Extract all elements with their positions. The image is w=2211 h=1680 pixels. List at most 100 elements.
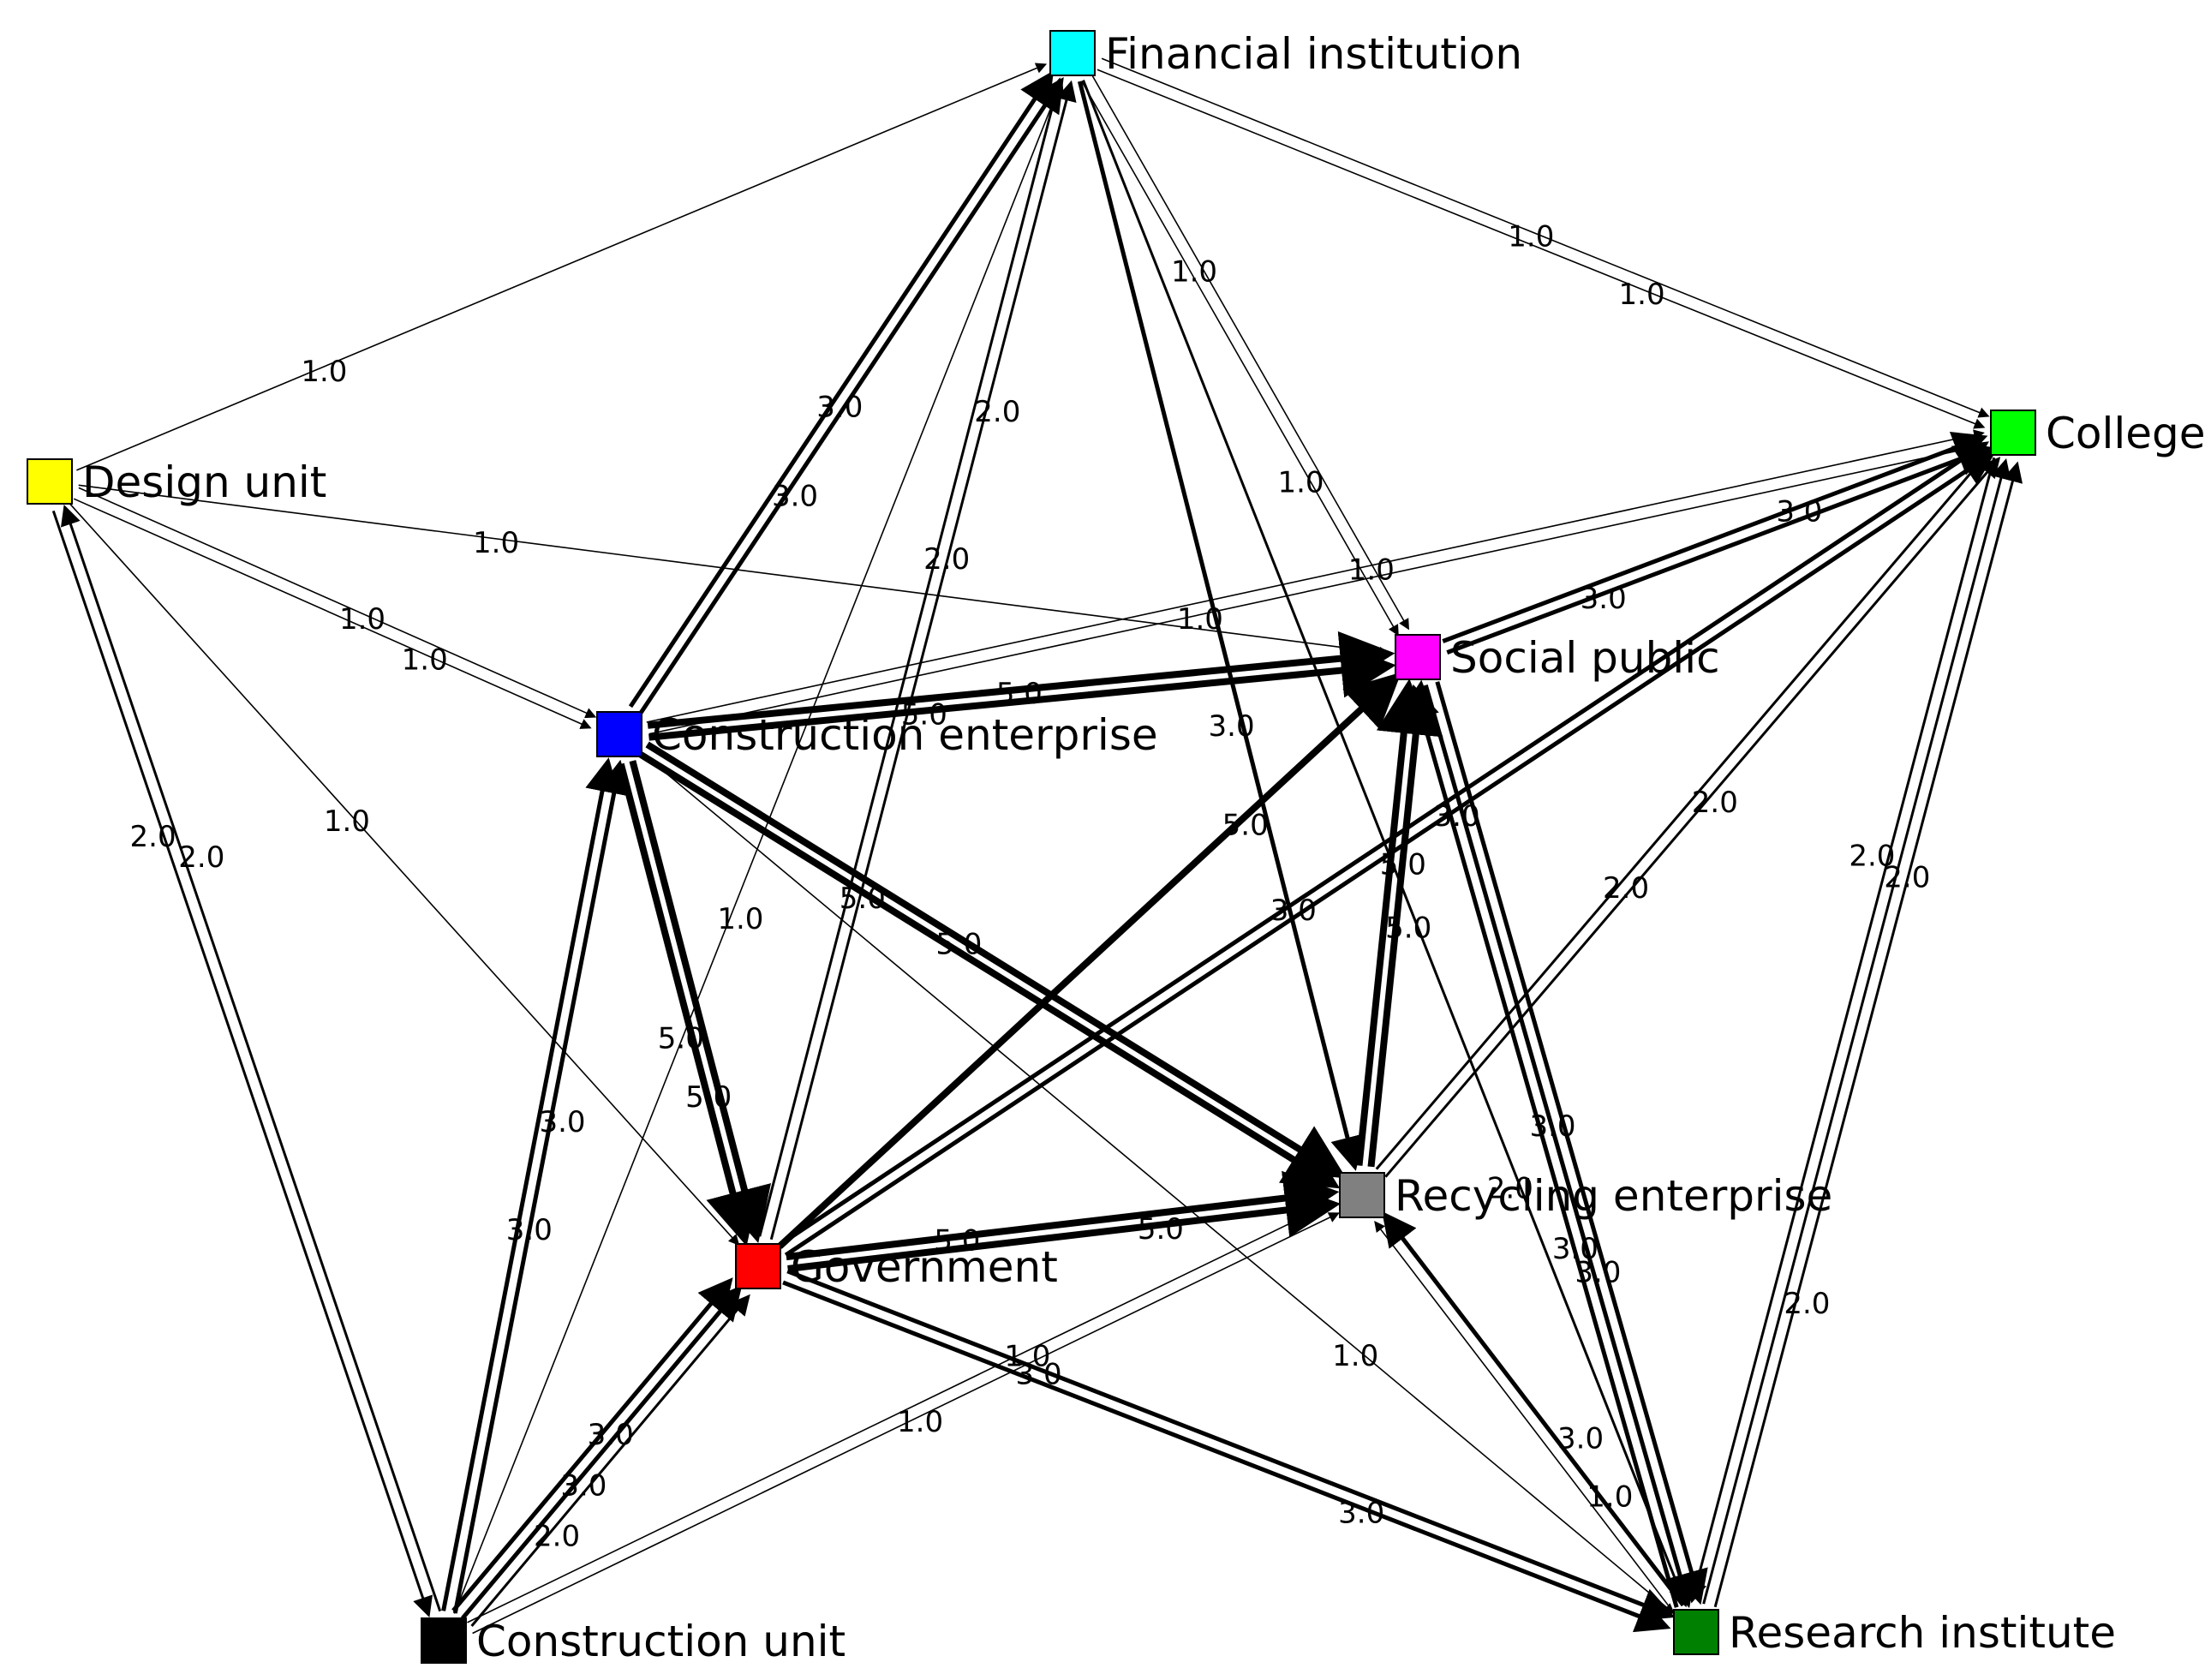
edge-ce-gov (629, 760, 772, 1244)
edge-weight-label: 1.0 (1508, 220, 1554, 254)
edges-layer (51, 57, 2023, 1635)
edge-des-soc (78, 484, 1390, 658)
edge-weight-label: 5.0 (996, 677, 1043, 711)
edge-cu-gov (451, 1277, 733, 1612)
edge-cu-gov (460, 1285, 743, 1620)
edge-weight-label: 3.0 (1552, 1232, 1598, 1266)
edge-ri-rec (1382, 1211, 1685, 1607)
edge-weight-label: 1.0 (402, 643, 448, 677)
edge-fin-col (1101, 57, 1990, 418)
edge-cu-gov (470, 1294, 750, 1627)
edge-ce-col (648, 441, 1987, 735)
node-des: Design unit (27, 457, 326, 507)
node-label-des: Design unit (82, 457, 326, 507)
node-ce: Construction enterprise (596, 710, 1158, 760)
edge-weight-label: 3.0 (1338, 1496, 1384, 1530)
node-marker-cu (421, 1617, 467, 1664)
edge-ce-soc (647, 631, 1395, 729)
edge-weight-label: 1.0 (1348, 553, 1395, 587)
edge-weight-label: 3.0 (588, 1418, 634, 1452)
edge-rec-col (1384, 457, 2001, 1178)
edge-labels-layer: 1.01.01.01.01.03.03.03.02.02.01.01.01.01… (130, 220, 1931, 1554)
edge-weight-label: 2.0 (178, 840, 224, 875)
edge-weight-label: 3.0 (1581, 582, 1627, 616)
edge-weight-label: 2.0 (130, 820, 176, 854)
edge-weight-label: 3.0 (1529, 1109, 1575, 1144)
edge-weight-label: 3.0 (772, 479, 818, 513)
edge-cu-fin (453, 79, 1064, 1614)
edge-weight-label: 1.0 (1619, 278, 1665, 312)
edge-fin-soc (1081, 81, 1399, 637)
edge-gov-soc (777, 672, 1401, 1249)
edge-rec-soc (1355, 679, 1431, 1166)
edge-weight-label: 5.0 (901, 698, 947, 732)
edge-ce-fin (638, 77, 1064, 714)
edge-weight-label: 3.0 (1575, 1255, 1621, 1289)
edge-gov-ri (786, 1269, 1676, 1622)
edge-ce-rec (645, 741, 1347, 1179)
edge-gov-col (778, 441, 1989, 1247)
node-rec: Recycling enterprise (1339, 1171, 1832, 1221)
node-label-col: College (2046, 409, 2206, 458)
edge-des-ce (78, 487, 597, 719)
edge-weight-label: 1.0 (473, 526, 519, 560)
edge-cu-rec (467, 1201, 1335, 1623)
node-marker-col (1990, 410, 2036, 456)
edge-soc-col (1442, 432, 1988, 643)
edge-weight-label: 1.0 (1171, 255, 1217, 290)
edge-soc-ri (1435, 681, 1708, 1605)
edge-gov-ri (782, 1280, 1671, 1633)
node-fin: Financial institution (1049, 29, 1522, 79)
edge-weight-label: 2.0 (1784, 1287, 1830, 1321)
node-col: College (1990, 409, 2206, 458)
edge-weight-label: 3.0 (816, 391, 863, 425)
edge-weight-label: 5.0 (1222, 809, 1269, 843)
edge-fin-ri (1082, 80, 1688, 1608)
node-label-soc: Social public (1450, 633, 1720, 683)
node-label-gov: Government (791, 1242, 1058, 1292)
node-cu: Construction unit (421, 1617, 846, 1666)
edge-gov-rec (787, 1182, 1342, 1272)
node-label-cu: Construction unit (476, 1617, 846, 1666)
node-marker-ce (596, 711, 642, 757)
edge-weight-label: 3.0 (560, 1468, 607, 1503)
edge-des-gov (69, 502, 740, 1246)
edge-soc-col (1446, 443, 1993, 655)
edge-weight-label: 3.0 (1776, 495, 1822, 529)
node-gov: Government (735, 1242, 1058, 1292)
edge-ri-col (1713, 461, 2023, 1608)
edge-weight-label: 3.0 (1270, 894, 1317, 928)
node-soc: Social public (1395, 633, 1720, 683)
edge-weight-label: 2.0 (974, 395, 1020, 429)
edge-rec-col (1375, 449, 1992, 1170)
edge-weight-label: 1.0 (301, 355, 347, 389)
edge-weight-label: 1.0 (1587, 1480, 1633, 1515)
node-label-ce: Construction enterprise (652, 710, 1158, 760)
edge-weight-label: 1.0 (339, 602, 385, 637)
edge-weight-label: 3.0 (1209, 709, 1255, 744)
edge-weight-label: 2.0 (1487, 1172, 1533, 1206)
edge-weight-label: 5.0 (934, 1224, 980, 1259)
node-label-fin: Financial institution (1105, 29, 1522, 79)
edge-des-fin (76, 63, 1048, 471)
node-ri: Research institute (1673, 1608, 2116, 1658)
node-marker-rec (1339, 1172, 1385, 1218)
edge-gov-fin (769, 80, 1077, 1241)
edge-ce-soc (648, 643, 1396, 741)
edge-weight-label: 2.0 (923, 542, 970, 577)
edge-weight-label: 2.0 (1692, 786, 1738, 820)
node-label-ri: Research institute (1729, 1608, 2116, 1658)
edge-ce-col (646, 429, 1985, 723)
node-marker-soc (1395, 634, 1441, 680)
edge-col-ri (1686, 457, 1996, 1604)
node-marker-gov (735, 1243, 781, 1289)
edge-ri-soc (1406, 684, 1679, 1608)
edge-ce-gov (617, 762, 760, 1247)
edge-weight-label: 1.0 (897, 1405, 943, 1439)
edge-weight-label: 5.0 (935, 928, 982, 962)
edge-weight-label: 1.0 (1332, 1339, 1378, 1373)
edge-gov-rec (786, 1170, 1340, 1261)
